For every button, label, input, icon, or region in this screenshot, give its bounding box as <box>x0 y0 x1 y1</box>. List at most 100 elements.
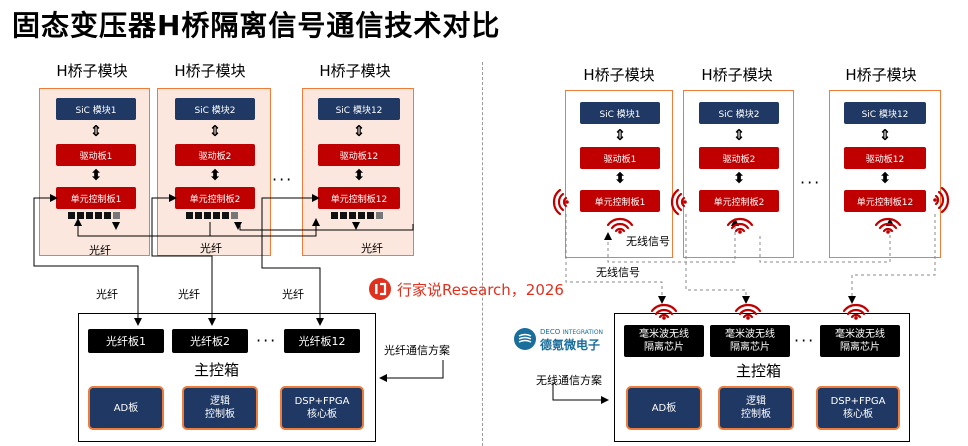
wireless-signal-icon <box>934 186 950 214</box>
sic-module: SiC 模块1 <box>56 98 136 120</box>
fiber-label: 光纤 <box>96 288 118 301</box>
wireless-path <box>685 214 747 300</box>
double-arrow-icon: ⇕ <box>89 122 103 140</box>
double-arrow-icon: ⇕ <box>352 122 366 140</box>
mmwave-isolation-chip: 毫米波无线 隔离芯片 <box>624 325 704 357</box>
sic-module: SiC 模块2 <box>699 102 779 124</box>
wireless-path <box>851 214 936 300</box>
fiber-port-strip <box>186 212 238 219</box>
driver-board: 驱动板2 <box>699 147 779 169</box>
wireless-signal-icon <box>734 303 762 319</box>
fiber-arrow-icon <box>134 318 142 326</box>
right-module-12-header: H桥子模块 <box>845 66 917 84</box>
wireless-signal-label: 无线信号 <box>596 266 640 279</box>
driver-board: 驱动板12 <box>844 147 926 169</box>
fiber-label: 光纤 <box>178 288 200 301</box>
fiber-line <box>77 222 317 237</box>
ad-board: AD板 <box>88 386 164 430</box>
main-control-box-label: 主控箱 <box>194 361 240 379</box>
fiber-board: 光纤板1 <box>88 329 164 353</box>
fiber-scheme-label: 光纤通信方案 <box>384 344 450 357</box>
wireless-signal-icon <box>670 188 686 216</box>
wireless-arrow-icon <box>604 232 612 240</box>
double-arrow-icon: ⇕ <box>613 126 627 144</box>
fiber-port-strip <box>68 212 120 219</box>
left-module-1-header: H桥子模块 <box>56 62 128 80</box>
fiber-line <box>239 222 414 231</box>
wireless-signal-icon <box>726 217 754 233</box>
fiber-arrow-icon <box>352 222 360 230</box>
double-arrow-icon: ⇕ <box>732 126 746 144</box>
wireless-arrow-icon <box>658 296 666 304</box>
fiber-arrow-icon <box>74 218 82 226</box>
wireless-signal-icon <box>874 217 902 233</box>
driver-board: 驱动板1 <box>580 147 660 169</box>
fiber-board: 光纤板12 <box>284 329 360 353</box>
fiber-port-strip <box>331 212 383 219</box>
wireless-arrow-icon <box>848 296 856 304</box>
dsp-fpga-core-board: DSP+FPGA 核心板 <box>280 386 364 430</box>
fiber-label: 光纤 <box>361 242 383 255</box>
main-control-box-label: 主控箱 <box>736 362 782 380</box>
deco-brand: DECO <box>540 328 561 336</box>
wireless-arrow-icon <box>742 296 750 304</box>
wireless-path <box>607 222 736 263</box>
ad-board: AD板 <box>626 386 702 430</box>
fiber-board: 光纤板2 <box>172 329 248 353</box>
double-arrow-icon: ⬍ <box>878 169 892 187</box>
research-logo-icon <box>369 278 391 300</box>
left-module-12-header: H桥子模块 <box>319 62 391 80</box>
wireless-signal-icon <box>606 217 634 233</box>
wireless-path <box>565 214 663 300</box>
fiber-label: 光纤 <box>89 244 111 257</box>
unit-control-board: 单元控制板12 <box>844 190 926 212</box>
unit-control-board: 单元控制板2 <box>175 187 255 209</box>
sic-module: SiC 模块12 <box>844 102 926 124</box>
sic-module: SiC 模块1 <box>580 102 660 124</box>
sic-module: SiC 模块12 <box>318 98 400 120</box>
unit-control-board: 单元控制板2 <box>699 190 779 212</box>
wireless-signal-icon <box>650 303 678 319</box>
ellipsis: ··· <box>256 331 278 350</box>
fiber-line <box>261 197 321 323</box>
double-arrow-icon: ⬍ <box>613 169 627 187</box>
double-arrow-icon: ⬍ <box>732 169 746 187</box>
fiber-label: 光纤 <box>282 288 304 301</box>
mmwave-isolation-chip: 毫米波无线 隔离芯片 <box>710 325 790 357</box>
deco-logo-icon <box>514 327 536 350</box>
double-arrow-icon: ⇕ <box>208 122 222 140</box>
fiber-arrow-icon <box>169 194 177 202</box>
fiber-arrow-icon <box>316 318 324 326</box>
fiber-label: 光纤 <box>200 242 222 255</box>
wireless-scheme-arrow <box>552 382 609 404</box>
fiber-line <box>151 197 213 323</box>
fiber-line <box>33 197 139 323</box>
wireless-signal-icon <box>842 303 870 319</box>
deco-name: 德氪微电子 <box>540 338 601 352</box>
right-module-2-header: H桥子模块 <box>701 66 773 84</box>
fiber-arrow-icon <box>234 222 242 230</box>
ellipsis: ··· <box>800 173 822 192</box>
watermark-text: 行家说Research，2026 <box>397 280 564 299</box>
logic-control-board: 逻辑 控制板 <box>182 386 258 430</box>
unit-control-board: 单元控制板1 <box>580 190 660 212</box>
unit-control-board: 单元控制板12 <box>318 187 400 209</box>
ellipsis: ··· <box>794 331 816 350</box>
ellipsis: ··· <box>272 170 294 189</box>
watermark: 行家说Research，2026 <box>369 278 564 300</box>
driver-board: 驱动板1 <box>56 144 136 166</box>
dsp-fpga-core-board: DSP+FPGA 核心板 <box>816 386 900 430</box>
left-module-2-header: H桥子模块 <box>174 62 246 80</box>
sic-module: SiC 模块2 <box>175 98 255 120</box>
deco-logo: DECO INTEGRATION 德氪微电子 <box>513 326 603 351</box>
fiber-arrow-icon <box>208 318 216 326</box>
fiber-scheme-arrow <box>379 360 444 382</box>
logic-control-board: 逻辑 控制板 <box>718 386 794 430</box>
driver-board: 驱动板2 <box>175 144 255 166</box>
deco-tag: INTEGRATION <box>562 329 604 336</box>
double-arrow-icon: ⬍ <box>352 166 366 184</box>
fiber-arrow-icon <box>50 194 58 202</box>
section-divider <box>482 62 483 446</box>
driver-board: 驱动板12 <box>318 144 400 166</box>
fiber-arrow-icon <box>312 194 320 202</box>
